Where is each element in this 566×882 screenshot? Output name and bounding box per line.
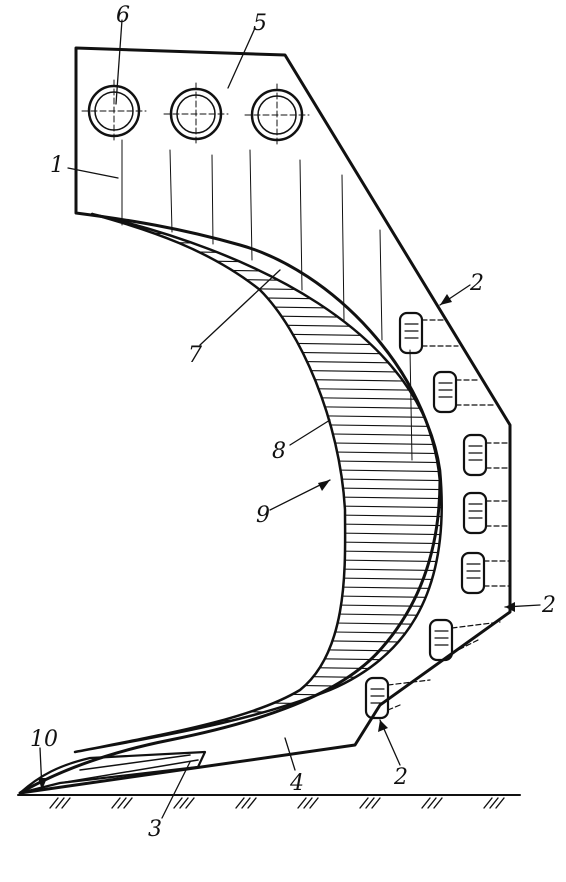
hatch-line	[75, 564, 442, 572]
hatch-line	[75, 276, 442, 284]
ground-hatch-line	[173, 797, 183, 809]
bolt-1	[398, 311, 459, 355]
ground-hatch-line	[489, 797, 499, 809]
ground-hatch-line	[365, 797, 375, 809]
hatch-line	[75, 483, 442, 491]
hatch-line	[75, 654, 442, 662]
hatch-line	[75, 636, 442, 644]
bolt-6	[428, 618, 501, 662]
bolts	[364, 311, 511, 720]
bolt-3	[462, 433, 511, 477]
leader-arrowheads	[38, 294, 515, 790]
hatch-line	[75, 240, 442, 248]
ground-hatch-line	[123, 797, 133, 809]
ground-hatch-line	[297, 797, 307, 809]
shank-outline	[18, 46, 512, 795]
ground-hatch-line	[117, 797, 127, 809]
hatch-line	[75, 393, 442, 401]
hatch-line	[75, 402, 442, 410]
hatch-line	[75, 447, 442, 455]
mounting-holes	[81, 79, 310, 147]
ground-hatch-line	[61, 797, 71, 809]
ground-hatch-line	[179, 797, 189, 809]
ground	[17, 794, 521, 809]
ground-hatch-line	[247, 797, 257, 809]
leader-lines	[39, 19, 541, 819]
hatch-line	[75, 285, 442, 293]
hatch-line	[75, 528, 442, 536]
hatch-line	[75, 231, 442, 239]
hatch-line	[75, 672, 442, 680]
label-upper-plate: 5	[253, 11, 267, 36]
label-bolt-top: 2	[469, 271, 484, 296]
hatch-line	[75, 573, 442, 581]
ground-hatch-line	[495, 797, 505, 809]
label-chisel: 4	[289, 771, 304, 796]
ground-hatch-line	[235, 797, 245, 809]
hatch-line	[75, 438, 442, 446]
chisel-tip	[18, 750, 207, 795]
label-tip-insert: 3	[148, 817, 162, 842]
ground-hatch-line	[309, 797, 319, 809]
hatch-line	[75, 321, 442, 329]
hatch-line	[75, 303, 442, 311]
label-bolt-right: 2	[541, 593, 556, 618]
mounting-hole-3	[244, 83, 310, 147]
bolt-5	[460, 551, 511, 595]
hatch-line	[75, 492, 442, 500]
hatch-line	[75, 591, 442, 599]
ground-hatch-line	[111, 797, 121, 809]
hatch-line	[75, 411, 442, 419]
hatch-line	[75, 726, 442, 734]
hatch-line	[75, 546, 442, 554]
hatch-line	[75, 645, 442, 653]
hatch-line	[75, 456, 442, 464]
label-bolt-bottom: 2	[393, 765, 408, 790]
ground-hatch-line	[303, 797, 313, 809]
bolt-2	[432, 370, 496, 414]
label-mounting-hole: 6	[116, 3, 130, 28]
hatch-line	[75, 366, 442, 374]
label-shank: 1	[50, 153, 64, 178]
hatch-line	[75, 582, 442, 590]
label-body: 7	[188, 343, 202, 368]
hatch-line	[75, 474, 442, 482]
ground-hatch-line	[55, 797, 65, 809]
hatch-line	[75, 465, 442, 473]
ground-hatch-line	[433, 797, 443, 809]
hatch-line	[75, 699, 442, 707]
ground-hatch-line	[421, 797, 431, 809]
label-point: 10	[30, 727, 58, 752]
bolt-7	[364, 676, 431, 720]
wear-plate-crescent	[73, 212, 443, 754]
mounting-hole-2	[163, 82, 229, 146]
hatch-line	[75, 690, 442, 698]
mounting-hole-1	[81, 79, 147, 143]
hatch-line	[75, 537, 442, 545]
ground-hatch-line	[49, 797, 59, 809]
hatch-line	[75, 618, 442, 626]
surface-shading	[121, 139, 413, 461]
label-wear-plate: 8	[272, 439, 286, 464]
label-cutting-edge: 9	[256, 503, 270, 528]
ground-hatch-line	[427, 797, 437, 809]
ground-hatch-line	[483, 797, 493, 809]
hatch-line	[75, 735, 442, 743]
hatch-line	[75, 420, 442, 428]
callout-labels: 6 5 1 7 8 9 2 2 2 4 3 10	[30, 3, 556, 842]
ground-hatch-line	[371, 797, 381, 809]
hatch-line	[75, 339, 442, 347]
hatch-line	[75, 600, 442, 608]
hatch-line	[75, 663, 442, 671]
hatch-line	[75, 429, 442, 437]
ground-hatch-line	[185, 797, 195, 809]
bolt-4	[462, 491, 511, 535]
hatch-line	[75, 717, 442, 725]
hatch-line	[75, 357, 442, 365]
ground-hatch-line	[359, 797, 369, 809]
ground-hatch-line	[241, 797, 251, 809]
hatch-line	[75, 555, 442, 563]
hatch-line	[75, 330, 442, 338]
